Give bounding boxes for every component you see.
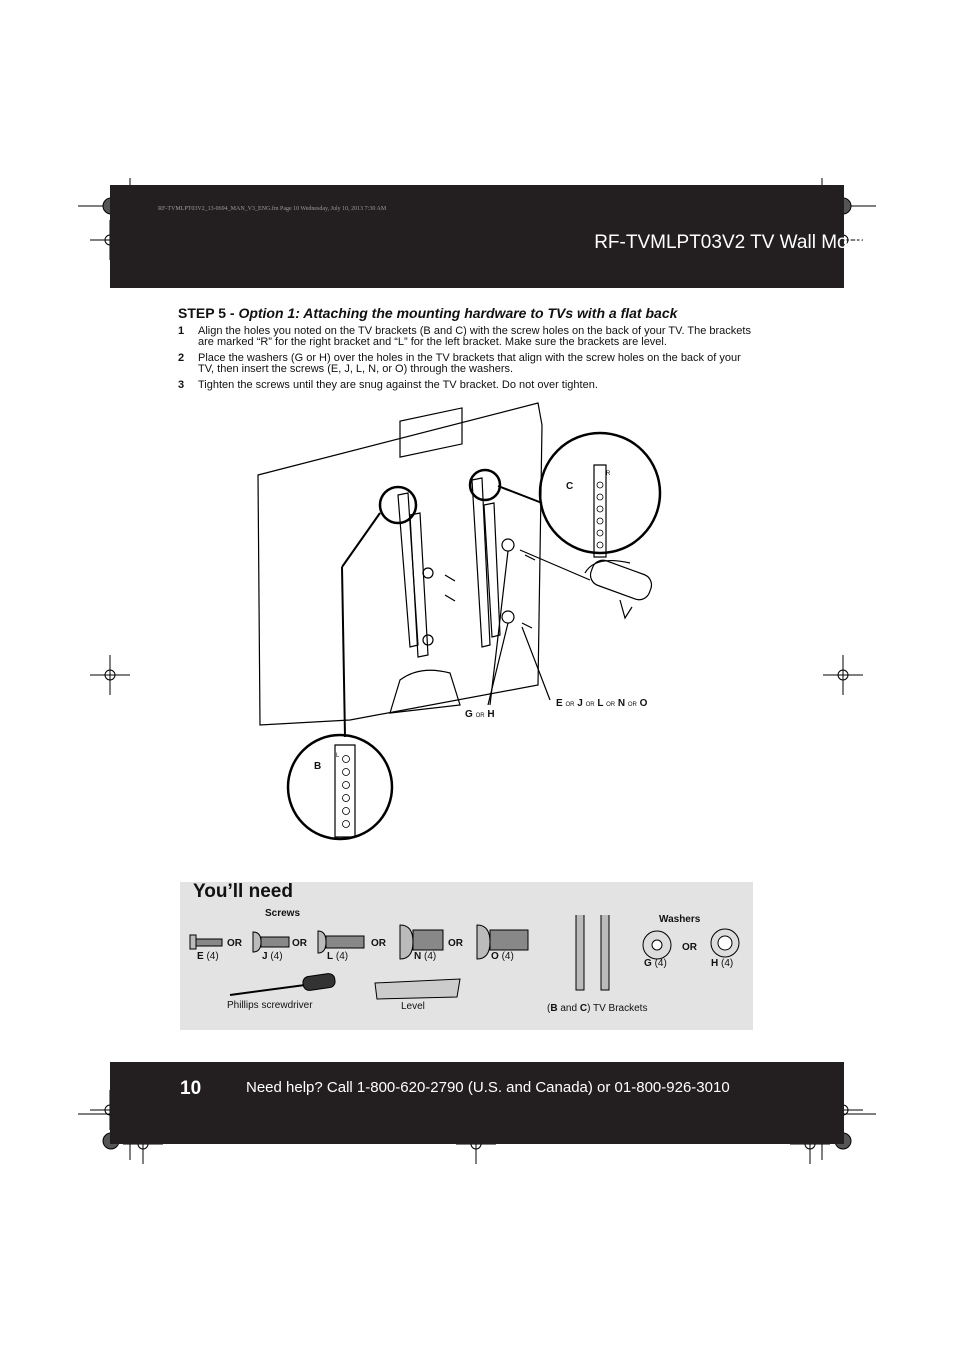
bracket-b-letter: B — [550, 1003, 558, 1014]
washer-g-qty: (4) — [654, 958, 667, 969]
and-text: and — [557, 1003, 580, 1014]
or-label: OR — [627, 702, 637, 708]
mark-r: R — [606, 471, 611, 477]
instruction-text: Align the holes you noted on the TV brac… — [198, 325, 751, 348]
screw-o-qty: (4) — [501, 951, 514, 962]
screw-e-caption: E (4) — [197, 951, 219, 962]
washer-h-label: H — [487, 709, 495, 720]
file-slug: RF-TVMLPT03V2_13-0694_MAN_V3_ENG.fm Page… — [158, 206, 387, 212]
screw-l-letter: L — [327, 951, 334, 962]
screw-l-qty: (4) — [335, 951, 349, 962]
youll-need-title: You’ll need — [193, 881, 293, 902]
level-caption: Level — [401, 1001, 425, 1012]
bracket-b-icon — [575, 915, 585, 991]
bracket-c-letter: C — [579, 1003, 588, 1014]
screw-n-icon — [399, 924, 414, 960]
screw-n-label: N — [617, 698, 626, 709]
callout-b-circle — [286, 733, 394, 841]
screw-o-label: O — [639, 698, 648, 709]
parts-illustrations — [189, 915, 740, 1000]
mark-l: L — [336, 753, 340, 759]
screw-j-icon — [252, 931, 262, 953]
washer-h-caption: H (4) — [711, 958, 733, 969]
footer-bar — [110, 1062, 844, 1144]
screwdriver-shaft — [519, 549, 591, 581]
paren: ( — [547, 1003, 551, 1014]
screwdriver-icon — [229, 984, 306, 996]
tv-back — [257, 402, 543, 726]
instruction-text: Place the washers (G or H) over the hole… — [198, 352, 741, 375]
or-label: OR — [606, 702, 616, 708]
step-prefix: STEP 5 - — [178, 305, 239, 321]
screw-n-qty: (4) — [424, 951, 437, 962]
instruction-3: 3 Tighten the screws until they are snug… — [178, 380, 758, 391]
screwdriver-handle — [589, 559, 653, 601]
or-label: OR — [448, 938, 463, 949]
bracket-c-icon — [600, 915, 610, 991]
screw-l-caption: L (4) — [327, 951, 348, 962]
page-number: 10 — [180, 1078, 202, 1099]
screw-j-label: J — [577, 698, 583, 709]
screw-o-caption: O (4) — [491, 951, 514, 962]
or-label: OR — [227, 938, 242, 949]
or-label: OR — [292, 938, 307, 949]
instruction-number: 2 — [178, 352, 185, 364]
screw-e-icon — [189, 934, 197, 950]
or-label: OR — [565, 702, 575, 708]
screw-callout: E OR J OR L OR N OR O — [556, 698, 647, 709]
screws-heading: Screws — [265, 908, 301, 919]
washer-g-label: G — [465, 709, 473, 720]
instruction-number: 3 — [178, 379, 185, 391]
brackets-caption: (B and C) TV Brackets — [547, 1003, 647, 1014]
screw-e-letter: E — [197, 951, 204, 962]
washer-g-letter: G — [644, 958, 652, 969]
page-title: RF-TVMLPT03V2 TV Wall Mount — [594, 232, 874, 253]
screw-e-qty: (4) — [206, 951, 219, 962]
screw-j-letter: J — [262, 951, 268, 962]
or-label: OR — [371, 938, 386, 949]
washer-h-letter: H — [711, 958, 719, 969]
washer-h-qty: (4) — [721, 958, 734, 969]
washers-heading: Washers — [659, 914, 701, 925]
or-label: OR — [585, 702, 595, 708]
right-bracket — [471, 477, 491, 648]
screwdriver-caption: Phillips screwdriver — [227, 1000, 313, 1011]
washer-g-caption: G (4) — [644, 958, 667, 969]
or-label: OR — [682, 942, 697, 953]
tv-plate — [399, 407, 463, 458]
callout-c-label: C — [566, 481, 574, 492]
help-text: Need help? Call 1-800-620-2790 (U.S. and… — [246, 1079, 730, 1096]
brackets-rest: ) TV Brackets — [587, 1003, 648, 1014]
mounting-diagram — [257, 402, 662, 841]
screw-e-label: E — [556, 698, 563, 709]
screw-j-qty: (4) — [270, 951, 283, 962]
screw-n-caption: N (4) — [414, 951, 436, 962]
callout-b-label: B — [314, 761, 322, 772]
instruction-text: Tighten the screws until they are snug a… — [198, 379, 598, 391]
screw-o-icon — [476, 924, 491, 960]
screw-l-label: L — [597, 698, 604, 709]
header-bar — [110, 185, 844, 288]
step-heading: STEP 5 - Option 1: Attaching the mountin… — [178, 305, 677, 321]
screw-o-letter: O — [491, 951, 499, 962]
instruction-1: 1 Align the holes you noted on the TV br… — [178, 326, 758, 348]
or-label: OR — [475, 713, 485, 719]
level-icon — [374, 978, 461, 1000]
step-title: Option 1: Attaching the mounting hardwar… — [238, 305, 678, 321]
left-bracket — [397, 492, 419, 648]
instruction-number: 1 — [178, 325, 185, 337]
screw-n-letter: N — [414, 951, 422, 962]
instruction-2: 2 Place the washers (G or H) over the ho… — [178, 353, 758, 375]
callout-c-circle — [538, 431, 662, 555]
washer-callout: G OR H — [465, 709, 495, 720]
screw-l-icon — [317, 930, 327, 954]
screw-j-caption: J (4) — [262, 951, 283, 962]
